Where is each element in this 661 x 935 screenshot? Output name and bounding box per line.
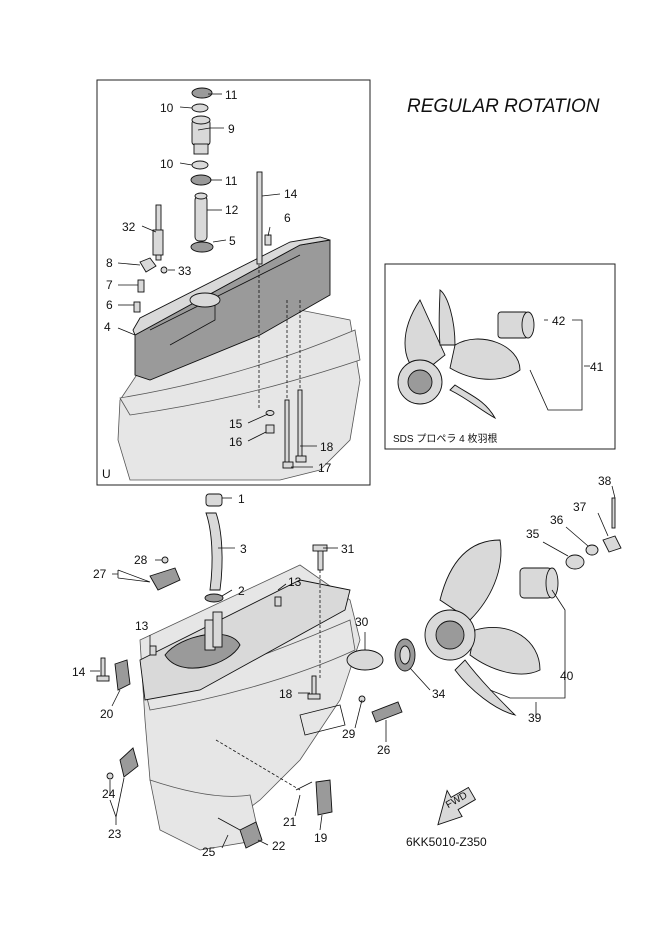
callout-25: 25 <box>202 845 216 859</box>
callout-3: 3 <box>240 542 247 556</box>
callout-14: 14 <box>72 665 86 679</box>
callout-36: 36 <box>550 513 564 527</box>
callout-22: 22 <box>272 839 286 853</box>
callout-41: 41 <box>590 360 604 374</box>
callout-13: 13 <box>288 575 302 589</box>
callout-17: 17 <box>318 461 332 475</box>
callout-4: 4 <box>104 320 111 334</box>
callout-27: 27 <box>93 567 107 581</box>
callout-13: 13 <box>135 619 149 633</box>
callout-11: 11 <box>225 88 238 102</box>
callout-8: 8 <box>106 256 113 270</box>
upper-fasteners <box>133 171 307 469</box>
callout-28: 28 <box>134 553 148 567</box>
water-tube-parts <box>204 493 224 603</box>
callout-18: 18 <box>320 440 334 454</box>
water-pump-stack <box>190 87 214 253</box>
callout-1: 1 <box>238 492 245 506</box>
upper-inset-frame <box>96 79 371 486</box>
callout-2: 2 <box>238 584 245 598</box>
lower-fasteners-and-anodes <box>96 544 403 849</box>
callout-7: 7 <box>106 278 113 292</box>
callout-16: 16 <box>229 435 243 449</box>
propeller-illustration <box>424 539 566 716</box>
sds-inset-frame <box>384 263 616 450</box>
callout-38: 38 <box>598 474 612 488</box>
callout-33: 33 <box>178 264 192 278</box>
callout-19: 19 <box>314 831 328 845</box>
callout-30: 30 <box>355 615 369 629</box>
callout-20: 20 <box>100 707 114 721</box>
sds-propeller-illustration <box>397 289 583 420</box>
inset-letter: U <box>102 467 111 481</box>
callout-42: 42 <box>552 314 566 328</box>
callout-numbers: 1 2 14 3 4 5 6 6 7 8 9 10 10 11 11 12 13… <box>72 88 612 859</box>
diagram-title: REGULAR ROTATION <box>407 96 600 117</box>
callout-21: 21 <box>283 815 297 829</box>
callout-5: 5 <box>229 234 236 248</box>
callout-10: 10 <box>160 101 174 115</box>
callout-37: 37 <box>573 500 587 514</box>
callout-23: 23 <box>108 827 122 841</box>
callout-35: 35 <box>526 527 540 541</box>
callout-39: 39 <box>528 711 542 725</box>
callout-24: 24 <box>102 787 116 801</box>
callout-26: 26 <box>377 743 391 757</box>
callout-14: 14 <box>284 187 298 201</box>
callout-6: 6 <box>106 298 113 312</box>
callout-15: 15 <box>229 417 243 431</box>
callout-32: 32 <box>122 220 136 234</box>
callout-18: 18 <box>279 687 293 701</box>
callout-9: 9 <box>228 122 235 136</box>
callout-10: 10 <box>160 157 174 171</box>
fwd-arrow-icon <box>437 786 477 826</box>
callout-29: 29 <box>342 727 356 741</box>
diagram-code: 6KK5010-Z350 <box>406 835 487 849</box>
lower-casing-illustration <box>139 564 361 851</box>
propeller-nut-set <box>565 497 622 570</box>
callout-12: 12 <box>225 203 239 217</box>
callout-34: 34 <box>432 687 446 701</box>
callout-31: 31 <box>341 542 355 556</box>
leader-lines <box>90 93 616 849</box>
callout-40: 40 <box>560 669 574 683</box>
callout-6: 6 <box>284 211 291 225</box>
callout-11: 11 <box>225 174 238 188</box>
sds-label: SDS プロペラ 4 枚羽根 <box>393 432 497 445</box>
